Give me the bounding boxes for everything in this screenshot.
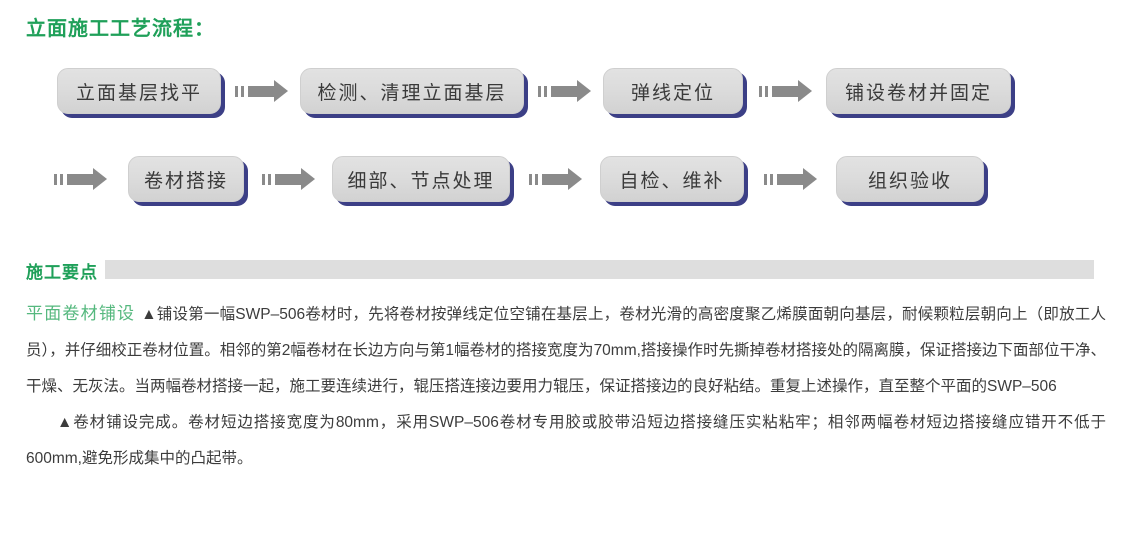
box-face bbox=[57, 68, 221, 114]
flow-row-1: 立面基层找平 检测、清理立面基层 弹线定位 铺设卷材并固定 bbox=[0, 52, 1129, 130]
arrow-shaft bbox=[542, 173, 568, 185]
arrow-right-icon bbox=[538, 68, 591, 114]
keypoints-heading: 施工要点 bbox=[0, 258, 1129, 283]
arrow-tail-dash-2 bbox=[765, 85, 768, 97]
flow-box-label: 卷材搭接 bbox=[143, 170, 228, 192]
arrow-tail-dash-1 bbox=[529, 173, 532, 185]
arrow-shaft bbox=[772, 85, 798, 97]
flow-box-label: 检测、清理立面基层 bbox=[317, 82, 507, 104]
keypoints-lead-label: 平面卷材铺设 bbox=[26, 304, 136, 323]
arrow-head bbox=[803, 168, 817, 190]
flow-box-self-inspection-repair[interactable]: 自检、维补 bbox=[600, 156, 748, 206]
keypoints-body: 平面卷材铺设▲铺设第一幅SWP–506卷材时，先将卷材按弹线定位空铺在基层上，卷… bbox=[26, 296, 1106, 477]
keypoints-paragraph-1-text: ▲铺设第一幅SWP–506卷材时，先将卷材按弹线定位空铺在基层上，卷材光滑的高密… bbox=[26, 306, 1107, 395]
flow-row-2: 卷材搭接 细部、节点处理 自检、维补 组织验收 bbox=[0, 140, 1129, 218]
flow-box-label: 细部、节点处理 bbox=[347, 170, 495, 192]
box-face bbox=[600, 156, 744, 202]
arrow-right-icon bbox=[262, 156, 315, 202]
arrow-tail-dash-2 bbox=[268, 173, 271, 185]
keypoints-heading-label: 施工要点 bbox=[26, 258, 105, 283]
arrow-right-icon bbox=[759, 68, 812, 114]
arrow-head bbox=[274, 80, 288, 102]
arrow-right-icon bbox=[529, 156, 582, 202]
arrow-head bbox=[301, 168, 315, 190]
arrow-tail-dash-1 bbox=[262, 173, 265, 185]
arrow-tail-dash-2 bbox=[60, 173, 63, 185]
flow-box-lay-and-fix-membrane[interactable]: 铺设卷材并固定 bbox=[826, 68, 1015, 118]
box-face bbox=[826, 68, 1011, 114]
flow-box-label: 弹线定位 bbox=[630, 82, 715, 104]
arrow-head bbox=[577, 80, 591, 102]
arrow-tail-dash-1 bbox=[538, 85, 541, 97]
arrow-tail-dash-1 bbox=[759, 85, 762, 97]
arrow-tail-dash-1 bbox=[764, 173, 767, 185]
flow-box-label: 立面基层找平 bbox=[75, 82, 202, 104]
arrow-tail-dash-2 bbox=[544, 85, 547, 97]
flow-box-membrane-lapping[interactable]: 卷材搭接 bbox=[128, 156, 248, 206]
arrow-right-icon bbox=[764, 156, 817, 202]
arrow-right-icon bbox=[235, 68, 288, 114]
arrow-head bbox=[568, 168, 582, 190]
flow-box-organize-acceptance[interactable]: 组织验收 bbox=[836, 156, 988, 206]
arrow-head bbox=[93, 168, 107, 190]
flow-box-inspect-clean-base[interactable]: 检测、清理立面基层 bbox=[300, 68, 528, 118]
keypoints-paragraph-2: ▲卷材铺设完成。卷材短边搭接宽度为80mm，采用SWP–506卷材专用胶或胶带沿… bbox=[26, 414, 1106, 467]
arrow-tail-dash-2 bbox=[770, 173, 773, 185]
arrow-shaft bbox=[777, 173, 803, 185]
box-face bbox=[128, 156, 244, 202]
keypoints-paragraph-1: 平面卷材铺设▲铺设第一幅SWP–506卷材时，先将卷材按弹线定位空铺在基层上，卷… bbox=[26, 296, 1106, 405]
box-face bbox=[836, 156, 984, 202]
arrow-shaft bbox=[67, 173, 93, 185]
box-face bbox=[332, 156, 510, 202]
arrow-right-icon bbox=[54, 156, 107, 202]
arrow-tail-dash-1 bbox=[235, 85, 238, 97]
page-title: 立面施工工艺流程： bbox=[26, 18, 215, 40]
box-face bbox=[603, 68, 743, 114]
arrow-tail-dash-2 bbox=[241, 85, 244, 97]
arrow-head bbox=[798, 80, 812, 102]
arrow-tail-dash-2 bbox=[535, 173, 538, 185]
arrow-shaft bbox=[248, 85, 274, 97]
arrow-shaft bbox=[551, 85, 577, 97]
flow-box-lifted-base-leveling[interactable]: 立面基层找平 bbox=[57, 68, 225, 118]
flow-box-detail-node-treatment[interactable]: 细部、节点处理 bbox=[332, 156, 514, 206]
flow-box-label: 自检、维补 bbox=[619, 170, 725, 192]
box-face bbox=[300, 68, 524, 114]
flow-box-label: 组织验收 bbox=[867, 170, 952, 192]
flow-box-label: 铺设卷材并固定 bbox=[844, 82, 992, 104]
heading-bar bbox=[26, 260, 1094, 279]
arrow-shaft bbox=[275, 173, 301, 185]
arrow-tail-dash-1 bbox=[54, 173, 57, 185]
flow-box-snap-line-positioning[interactable]: 弹线定位 bbox=[603, 68, 747, 118]
